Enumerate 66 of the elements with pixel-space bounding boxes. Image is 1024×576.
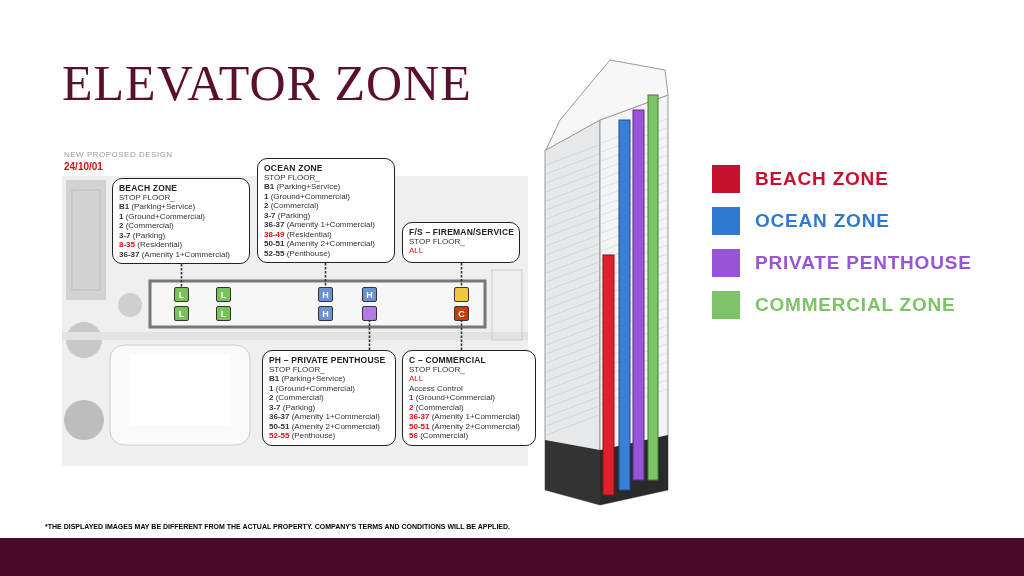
stop-floor-line: 36-37 (Amenity 1+Commercial) [119, 249, 231, 260]
stop-floor-line: STOP FLOOR_ [409, 237, 466, 247]
callout-box [402, 350, 536, 446]
stop-floor-line: 36-37 (Amenity 1+Commercial) [409, 412, 521, 422]
stop-floor-line: B1 (Parking+Service) [264, 182, 342, 192]
plan-heading: NEW PROPOSED DESIGN [64, 150, 173, 159]
stop-floor-line: 1 (Ground+Commercial) [409, 393, 497, 403]
elevator-marker [362, 306, 377, 321]
dashed-connector [180, 263, 183, 288]
callout-box [257, 158, 395, 263]
stop-floor-line: 2 (Commercial) [119, 221, 175, 231]
stop-floor-line: 8-35 (Residential) [119, 240, 184, 250]
callout-heading: F/S – FIREMAN/SERVICE [409, 227, 513, 237]
elevator-marker: H [318, 306, 333, 321]
stop-floor-line: 3-7 (Parking) [264, 210, 312, 221]
stop-floor-line: 3-7 (Parking) [269, 402, 317, 413]
elevator-marker: L [216, 306, 231, 321]
stop-floor-line: B1 (Parking+Service) [269, 374, 347, 384]
stop-floor-line: 2 (Commercial) [409, 402, 465, 413]
dashed-connector [324, 262, 327, 288]
callout-box [112, 178, 250, 265]
elevator-marker: L [174, 287, 189, 302]
dashed-connector [368, 320, 371, 351]
stop-floor-line: STOP FLOOR_ [264, 173, 321, 183]
callout-box [402, 222, 520, 263]
stop-floor-line: 52-55 (Penthouse) [264, 248, 332, 258]
elevator-marker: L [174, 306, 189, 321]
stop-floor-line: STOP FLOOR_ [409, 365, 466, 375]
stop-floor-line: 1 (Ground+Commercial) [119, 211, 207, 222]
stop-floor-line: Access Control [409, 383, 464, 394]
dashed-connector [460, 320, 463, 351]
callout-heading: PH – PRIVATE PENTHOUSE [269, 355, 387, 365]
stop-floor-line: STOP FLOOR_ [119, 193, 176, 203]
callout-heading: OCEAN ZONE [264, 163, 324, 173]
legend-label: PRIVATE PENTHOUSE [755, 252, 972, 274]
date-label: 24/10/01 [64, 161, 103, 172]
dashed-connector [460, 262, 463, 288]
stop-floor-line: 1 (Ground+Commercial) [269, 383, 357, 394]
stop-floor-line: 2 (Commercial) [269, 393, 325, 403]
stop-floor-line: 36-37 (Amenity 1+Commercial) [269, 412, 381, 422]
stop-floor-line: STOP FLOOR_ [269, 365, 326, 375]
stop-floor-line: 2 (Commercial) [264, 201, 320, 211]
stop-floor-line: ALL [409, 246, 425, 256]
stop-floor-line: 50-51 (Amenity 2+Commercial) [269, 421, 381, 432]
legend-label: OCEAN ZONE [755, 210, 890, 232]
elevator-marker: H [318, 287, 333, 302]
elevator-marker: C [454, 306, 469, 321]
stop-floor-line: 36-37 (Amenity 1+Commercial) [264, 220, 376, 230]
stop-floor-line: B1 (Parking+Service) [119, 202, 197, 212]
stop-floor-line: 50-51 (Amenity 2+Commercial) [409, 421, 521, 432]
callout-heading: C – COMMERCIAL [409, 355, 487, 365]
stop-floor-line: 56 (Commercial) [409, 431, 470, 441]
callout-box [262, 350, 396, 446]
elevator-marker [454, 287, 469, 302]
stop-floor-line: 52-55 (Penthouse) [269, 431, 337, 441]
stop-floor-line: ALL [409, 374, 425, 384]
elevator-marker: L [216, 287, 231, 302]
elevator-marker: H [362, 287, 377, 302]
stop-floor-line: 3-7 (Parking) [119, 230, 167, 241]
callout-heading: BEACH ZONE [119, 183, 179, 193]
legend-label: BEACH ZONE [755, 168, 889, 190]
title: ELEVATOR ZONE [62, 54, 472, 112]
legend-label: COMMERCIAL ZONE [755, 294, 956, 316]
stop-floor-line: 50-51 (Amenity 2+Commercial) [264, 239, 376, 249]
stop-floor-line: 1 (Ground+Commercial) [264, 191, 352, 202]
stop-floor-line: 38-49 (Residential) [264, 229, 333, 240]
